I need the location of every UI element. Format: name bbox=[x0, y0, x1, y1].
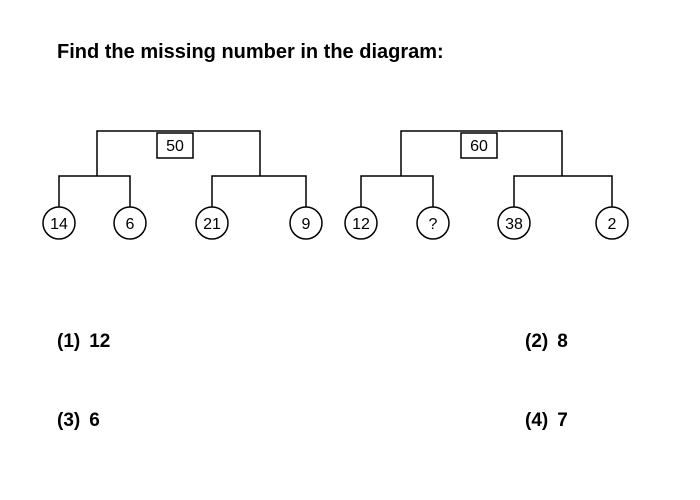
option-3-value: 6 bbox=[89, 410, 100, 431]
option-3-number: (3) bbox=[57, 410, 81, 431]
question-text: Find the missing number in the diagram: bbox=[57, 41, 444, 63]
option-2-number: (2) bbox=[525, 331, 549, 352]
tree-2-leaf-2-missing: ? bbox=[429, 216, 438, 233]
option-4-value: 7 bbox=[557, 410, 568, 431]
tree-2 bbox=[344, 130, 629, 240]
tree-2-leaf-2-circle bbox=[416, 206, 450, 240]
option-3[interactable]: (3) 6 bbox=[57, 409, 100, 433]
tree-1-leaf-1: 14 bbox=[50, 216, 68, 233]
option-1-number: (1) bbox=[57, 331, 81, 352]
tree-2-leaf-3: 38 bbox=[505, 216, 523, 233]
option-1[interactable]: (1) 12 bbox=[57, 330, 110, 354]
tree-2-top-box bbox=[460, 132, 498, 159]
tree-1-leaf-2: 6 bbox=[126, 216, 135, 233]
tree-2-connector-lines bbox=[360, 130, 613, 208]
tree-1-connector-lines bbox=[58, 130, 307, 208]
tree-1-top-box bbox=[156, 132, 194, 159]
option-1-value: 12 bbox=[89, 331, 111, 352]
tree-1-leaf-2-circle bbox=[113, 206, 147, 240]
tree-1-leaf-1-circle bbox=[42, 206, 76, 240]
tree-1-leaf-3-circle bbox=[195, 206, 229, 240]
tree-1 bbox=[42, 130, 323, 240]
tree-2-leaf-1: 12 bbox=[352, 216, 370, 233]
option-2[interactable]: (2) 8 bbox=[525, 330, 568, 354]
tree-2-leaf-1-circle bbox=[344, 206, 378, 240]
option-4[interactable]: (4) 7 bbox=[525, 409, 568, 433]
tree-2-leaf-3-circle bbox=[497, 206, 531, 240]
number-tree-diagram: 50 14 6 21 9 60 12 ? 38 2 bbox=[42, 130, 629, 240]
tree-1-leaf-3: 21 bbox=[203, 216, 221, 233]
option-2-value: 8 bbox=[557, 331, 568, 352]
tree-1-top-value: 50 bbox=[166, 138, 184, 155]
tree-1-leaf-4: 9 bbox=[302, 216, 311, 233]
tree-1-leaf-4-circle bbox=[289, 206, 323, 240]
tree-2-leaf-4-circle bbox=[595, 206, 629, 240]
tree-2-top-value: 60 bbox=[470, 138, 488, 155]
option-4-number: (4) bbox=[525, 410, 549, 431]
tree-2-leaf-4: 2 bbox=[608, 216, 617, 233]
